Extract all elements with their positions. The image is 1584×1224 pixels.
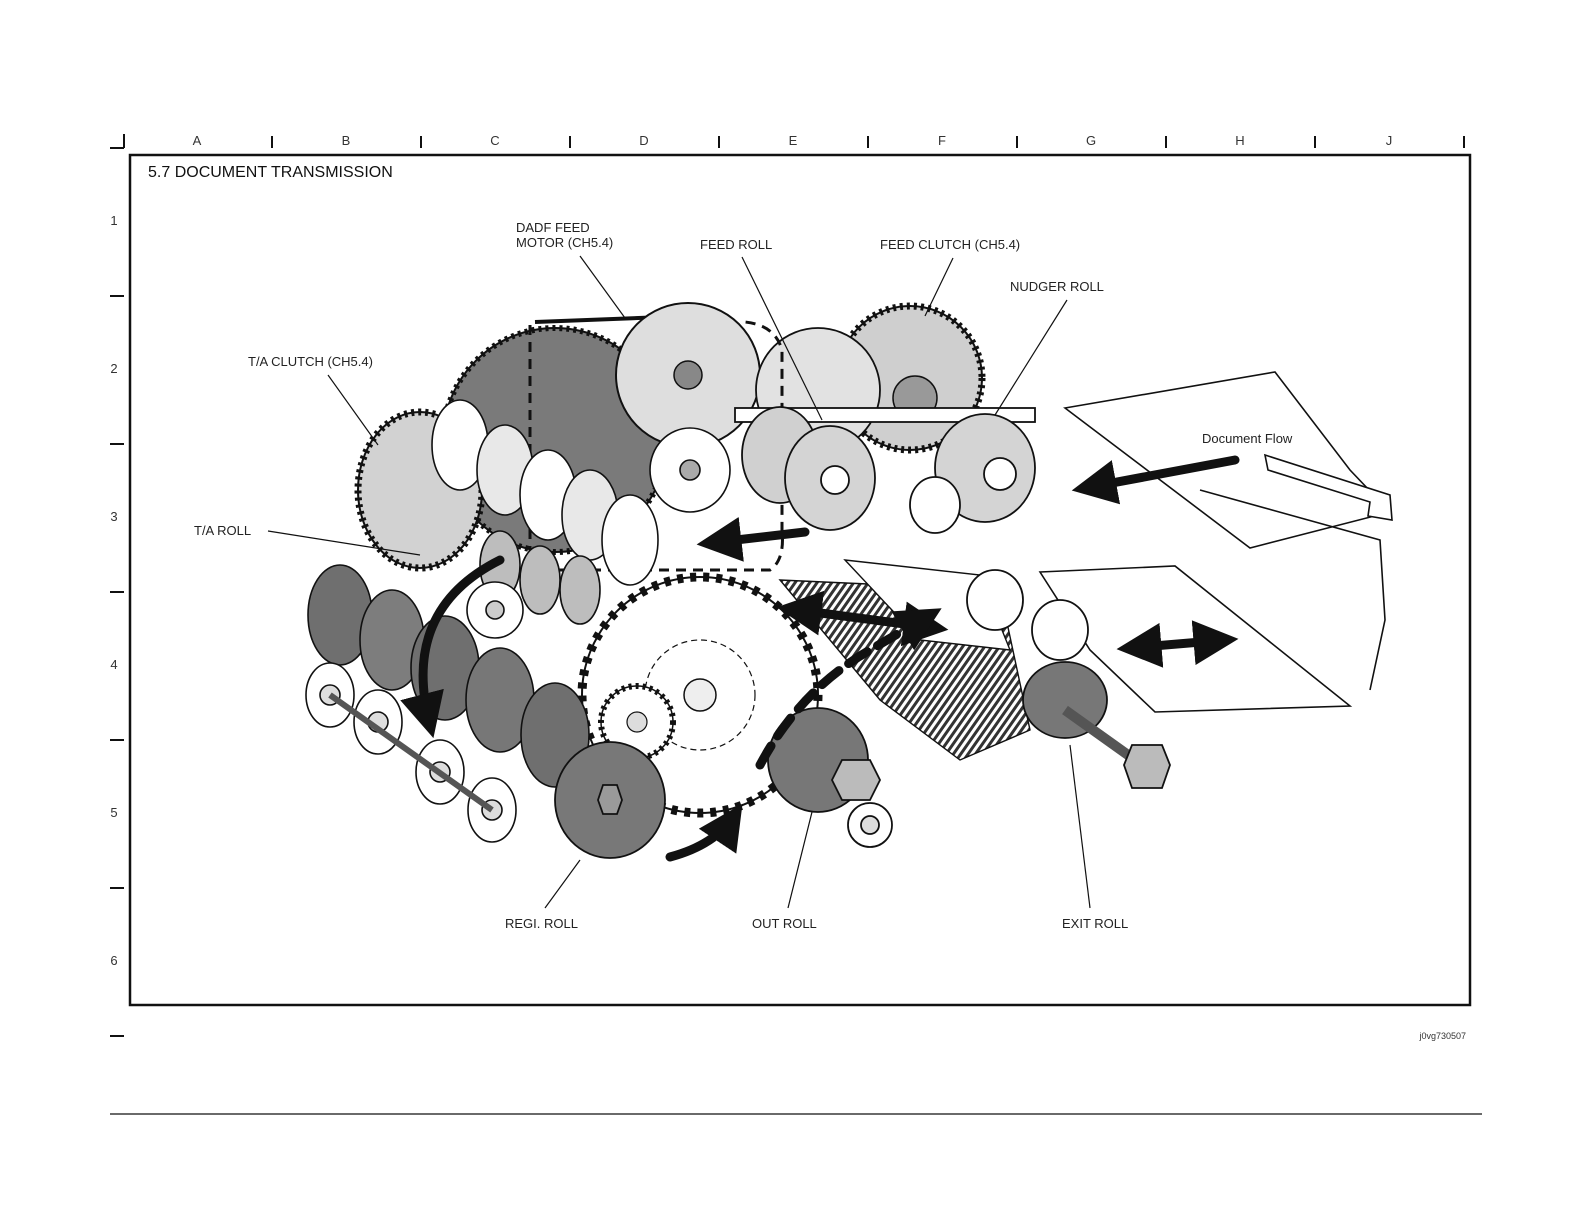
mechanism-illustration bbox=[306, 303, 1392, 858]
grid-row-3: 3 bbox=[110, 509, 117, 524]
grid-row-5: 5 bbox=[110, 805, 117, 820]
grid-col-g: G bbox=[1086, 133, 1096, 148]
grid-col-b: B bbox=[342, 133, 351, 148]
grid-row-4: 4 bbox=[110, 657, 117, 672]
grid-row-2: 2 bbox=[110, 361, 117, 376]
grid-col-e: E bbox=[789, 133, 798, 148]
label-feed-clutch: FEED CLUTCH (CH5.4) bbox=[880, 237, 1020, 252]
grid-col-h: H bbox=[1235, 133, 1244, 148]
label-document-flow: Document Flow bbox=[1202, 431, 1293, 446]
label-nudger-roll: NUDGER ROLL bbox=[1010, 279, 1104, 294]
grid-col-c: C bbox=[490, 133, 499, 148]
label-out-roll: OUT ROLL bbox=[752, 916, 817, 931]
label-regi-roll: REGI. ROLL bbox=[505, 916, 578, 931]
paper-guide bbox=[1040, 372, 1392, 712]
grid-row-1: 1 bbox=[110, 213, 117, 228]
grid-col-f: F bbox=[938, 133, 946, 148]
label-ta-clutch: T/A CLUTCH (CH5.4) bbox=[248, 354, 373, 369]
grid-col-a: A bbox=[193, 133, 202, 148]
grid-column-labels: A B C D E F G H J bbox=[193, 133, 1393, 148]
grid-col-j: J bbox=[1386, 133, 1393, 148]
label-exit-roll: EXIT ROLL bbox=[1062, 916, 1128, 931]
label-ta-roll: T/A ROLL bbox=[194, 523, 251, 538]
grid-row-6: 6 bbox=[110, 953, 117, 968]
label-dadf-feed-motor-line2: MOTOR (CH5.4) bbox=[516, 235, 613, 250]
grid-col-d: D bbox=[639, 133, 648, 148]
section-title: 5.7 DOCUMENT TRANSMISSION bbox=[148, 164, 393, 181]
label-feed-roll: FEED ROLL bbox=[700, 237, 772, 252]
label-dadf-feed-motor-line1: DADF FEED bbox=[516, 220, 590, 235]
grid-row-labels: 1 2 3 4 5 6 bbox=[110, 213, 117, 968]
regi-roll bbox=[555, 742, 665, 858]
figure-code: j0vg730507 bbox=[1418, 1031, 1466, 1041]
